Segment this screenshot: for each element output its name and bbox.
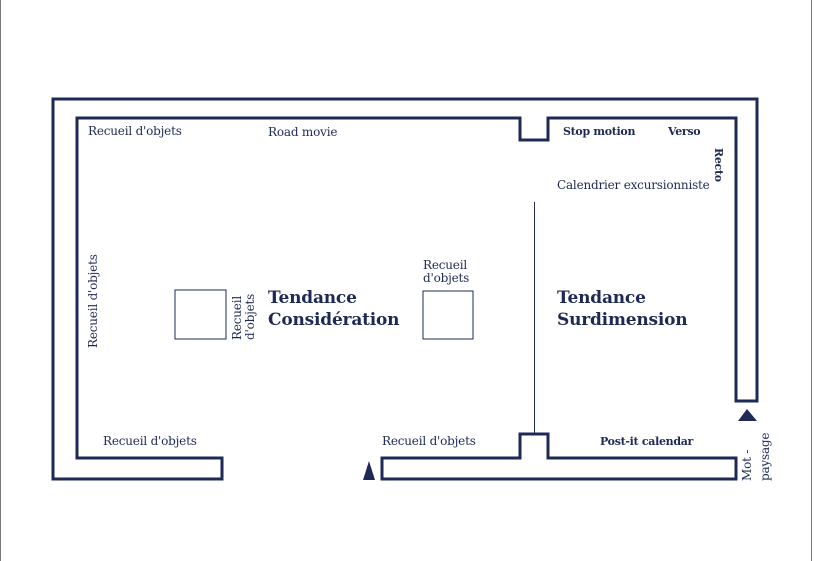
label-verso: Verso: [668, 125, 701, 138]
display-box-left: [174, 289, 227, 340]
triangle-up-icon: [738, 409, 757, 421]
label-recueil-box-side-1: Recueil: [230, 296, 244, 340]
label-mot-paysage-2: paysage: [758, 432, 772, 481]
wall-inner: [75, 116, 738, 481]
zone-consideration-line-1: Tendance: [268, 288, 357, 308]
label-road-movie: Road movie: [268, 125, 338, 139]
label-postit: Post-it calendar: [600, 435, 694, 448]
zone-consideration-line-2: Considération: [268, 310, 400, 330]
label-recto: Recto: [712, 148, 725, 182]
zone-surdimension-line-1: Tendance: [557, 288, 646, 308]
display-box-center: [422, 290, 474, 340]
wall-outer: [51, 97, 759, 481]
label-mot-paysage-1: Mot -: [740, 449, 754, 481]
label-recueil-box-side-2: d'objets: [243, 293, 257, 340]
label-recueil-left-vertical: Recueil d'objets: [86, 254, 100, 348]
label-stop-motion: Stop motion: [563, 125, 636, 138]
label-recueil-bottom-center: Recueil d'objets: [382, 434, 476, 448]
label-recueil-top-left: Recueil d'objets: [88, 124, 182, 138]
wall-bottom-right: [380, 432, 738, 481]
label-recueil-bottom-left: Recueil d'objets: [103, 434, 197, 448]
triangle-up-icon: [363, 461, 375, 480]
label-recueil-center-1: Recueil: [423, 258, 467, 272]
label-recueil-center-2: d'objets: [423, 271, 470, 285]
zone-surdimension-line-2: Surdimension: [557, 310, 688, 330]
label-calendrier: Calendrier excursionniste: [557, 178, 710, 192]
